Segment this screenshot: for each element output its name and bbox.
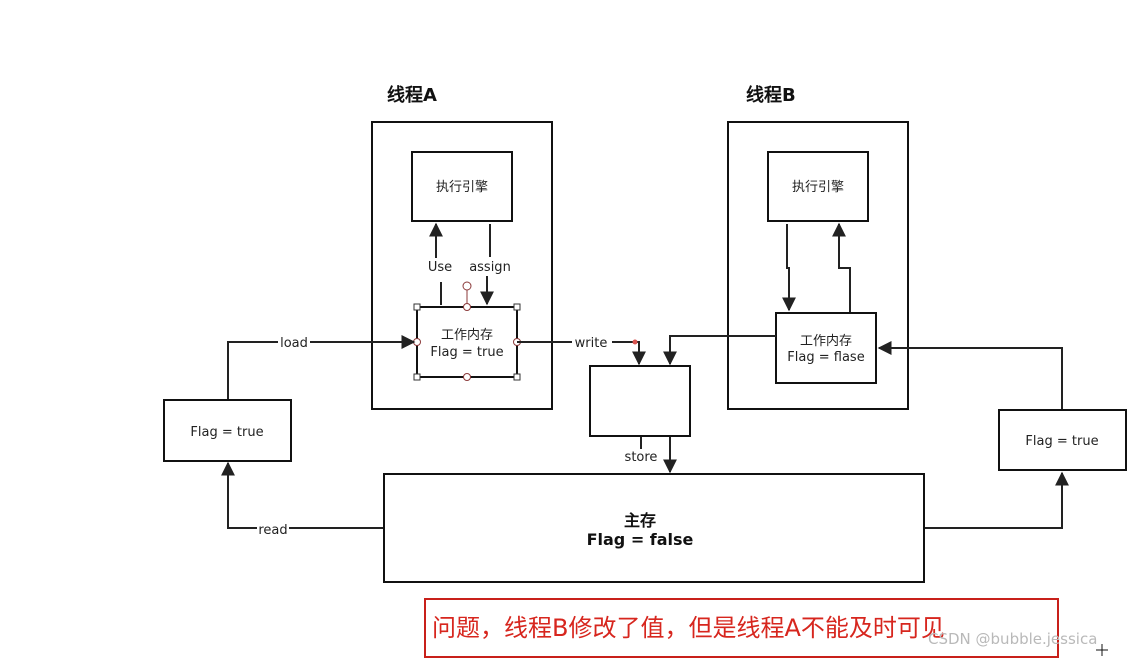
main-memory-box[interactable]: [383, 473, 925, 583]
load-edge: [227, 335, 416, 399]
left-flag-box[interactable]: [163, 399, 292, 462]
thread-b-engine-label: 执行引擎: [792, 180, 844, 195]
main-memory-value: Flag = false: [587, 530, 694, 549]
read-label: read: [258, 523, 287, 538]
problem-note-text: 问题，线程B修改了值，但是线程A不能及时可见: [432, 614, 945, 642]
thread-b-title: 线程B: [746, 84, 796, 106]
connect-handle-top[interactable]: [463, 303, 471, 311]
left-flag-value: Flag = true: [190, 425, 263, 440]
right-flag-value: Flag = true: [1025, 434, 1098, 449]
thread-b-use-edge: [832, 222, 851, 312]
connection-point-icon: [632, 339, 638, 345]
resize-handle-tl[interactable]: [413, 303, 421, 311]
thread-a-title: 线程A: [387, 84, 437, 106]
thread-b-work-memory-box[interactable]: [775, 312, 877, 384]
move-cursor-icon: [1096, 644, 1108, 656]
thread-b-write-edge: [663, 335, 776, 366]
write-label: write: [575, 336, 608, 351]
buffer-box[interactable]: [589, 365, 691, 437]
thread-b-work-memory-value: Flag = flase: [787, 350, 864, 365]
right-read-edge: [924, 471, 1069, 529]
thread-a-engine-box[interactable]: [411, 151, 513, 222]
rotate-handle[interactable]: [462, 281, 472, 291]
read-edge: [221, 461, 384, 529]
thread-a-work-memory-title: 工作内存: [441, 327, 493, 343]
problem-note[interactable]: 问题，线程B修改了值，但是线程A不能及时可见: [424, 598, 1059, 658]
assign-label: assign: [469, 260, 511, 275]
connect-handle-left[interactable]: [413, 338, 421, 346]
thread-a-work-memory-value: Flag = true: [430, 345, 503, 360]
resize-handle-br[interactable]: [513, 373, 521, 381]
load-label: load: [280, 336, 308, 351]
use-label: Use: [428, 260, 452, 275]
resize-handle-bl[interactable]: [413, 373, 421, 381]
thread-a-engine-label: 执行引擎: [436, 180, 488, 195]
main-memory-title: 主存: [624, 511, 656, 530]
thread-b-work-memory-title: 工作内存: [800, 333, 852, 349]
write-edge: [517, 341, 646, 366]
right-load-edge: [877, 341, 1063, 409]
thread-b-engine-box[interactable]: [767, 151, 869, 222]
store-label: store: [625, 450, 658, 465]
right-flag-box[interactable]: [998, 409, 1127, 471]
resize-handle-tr[interactable]: [513, 303, 521, 311]
connect-handle-bottom[interactable]: [463, 373, 471, 381]
thread-b-assign-edge: [782, 224, 796, 312]
watermark: CSDN @bubble.jessica: [928, 630, 1098, 648]
